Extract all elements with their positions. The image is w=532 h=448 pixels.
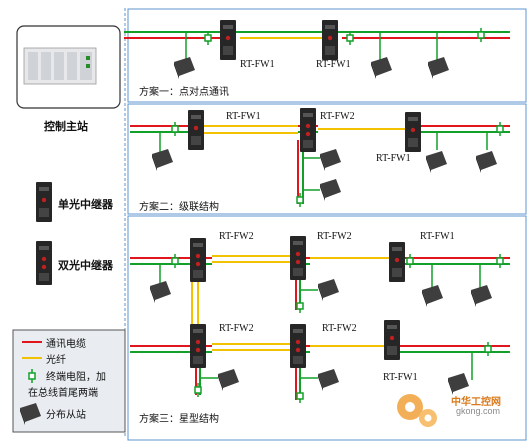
- scheme-three-device-c-label: RT-FW1: [420, 231, 455, 242]
- legend-cable-label: 通讯电缆: [46, 339, 86, 350]
- scheme-two-caption: 方案二：级联结构: [139, 202, 219, 213]
- scheme-three-device-f-label: RT-FW1: [383, 372, 418, 383]
- legend-terminator-label-2: 在总线首尾两端: [28, 388, 98, 399]
- station-label: 控制主站: [44, 120, 88, 133]
- scheme-three-device-d-label: RT-FW2: [219, 323, 254, 334]
- scheme-two-device-b-label: RT-FW2: [320, 111, 355, 122]
- scheme-two-device-c-label: RT-FW1: [376, 153, 411, 164]
- dual-repeater-label: 双光中继器: [58, 259, 113, 272]
- scheme-three-device-b-label: RT-FW2: [317, 231, 352, 242]
- scheme-three-caption: 方案三：星型结构: [139, 414, 219, 425]
- scheme-one-device-a-label: RT-FW1: [240, 59, 275, 70]
- scheme-one-device-b-label: RT-FW1: [316, 59, 351, 70]
- legend-slave-label: 分布从站: [46, 410, 86, 421]
- scheme-three-device-e-label: RT-FW2: [322, 323, 357, 334]
- watermark-url: gkong.com: [456, 406, 501, 416]
- scheme-one-caption: 方案一：点对点通讯: [139, 87, 229, 98]
- single-repeater-label: 单光中继器: [58, 198, 113, 211]
- legend-terminator-label-1: 终端电阻，加: [46, 372, 106, 383]
- scheme-three-device-a-label: RT-FW2: [219, 231, 254, 242]
- watermark-cn: 中华工控网: [451, 397, 501, 408]
- scheme-two-device-a-label: RT-FW1: [226, 111, 261, 122]
- legend-fiber-label: 光纤: [46, 355, 66, 366]
